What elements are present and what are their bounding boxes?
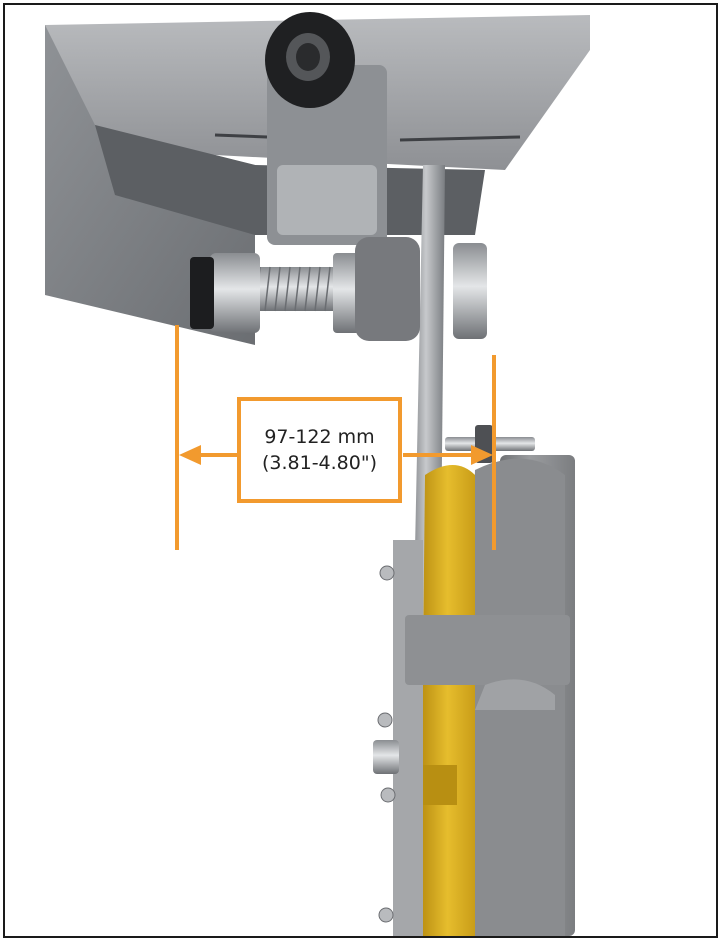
dimension-annotation	[175, 325, 496, 550]
dimension-imperial: (3.81-4.80")	[261, 452, 378, 474]
yellow-wheel	[420, 465, 475, 936]
wheel-side-plate	[393, 540, 423, 936]
dim-arrowhead-left	[179, 445, 201, 465]
hex-nut-left	[210, 253, 260, 333]
dim-arrowhead-right	[471, 445, 493, 465]
mechanism-photo	[45, 12, 590, 936]
hex-nut-outer	[453, 243, 487, 339]
photo-frame: 97-122 mm (3.81-4.80")	[3, 3, 718, 938]
hex-nut-right	[333, 253, 361, 333]
pivot-collar	[355, 237, 420, 341]
side-bolt	[379, 565, 395, 581]
dimension-metric: 97-122 mm	[264, 426, 375, 448]
guard-clamp	[405, 615, 570, 685]
dimension-label-box: 97-122 mm (3.81-4.80")	[237, 397, 402, 503]
